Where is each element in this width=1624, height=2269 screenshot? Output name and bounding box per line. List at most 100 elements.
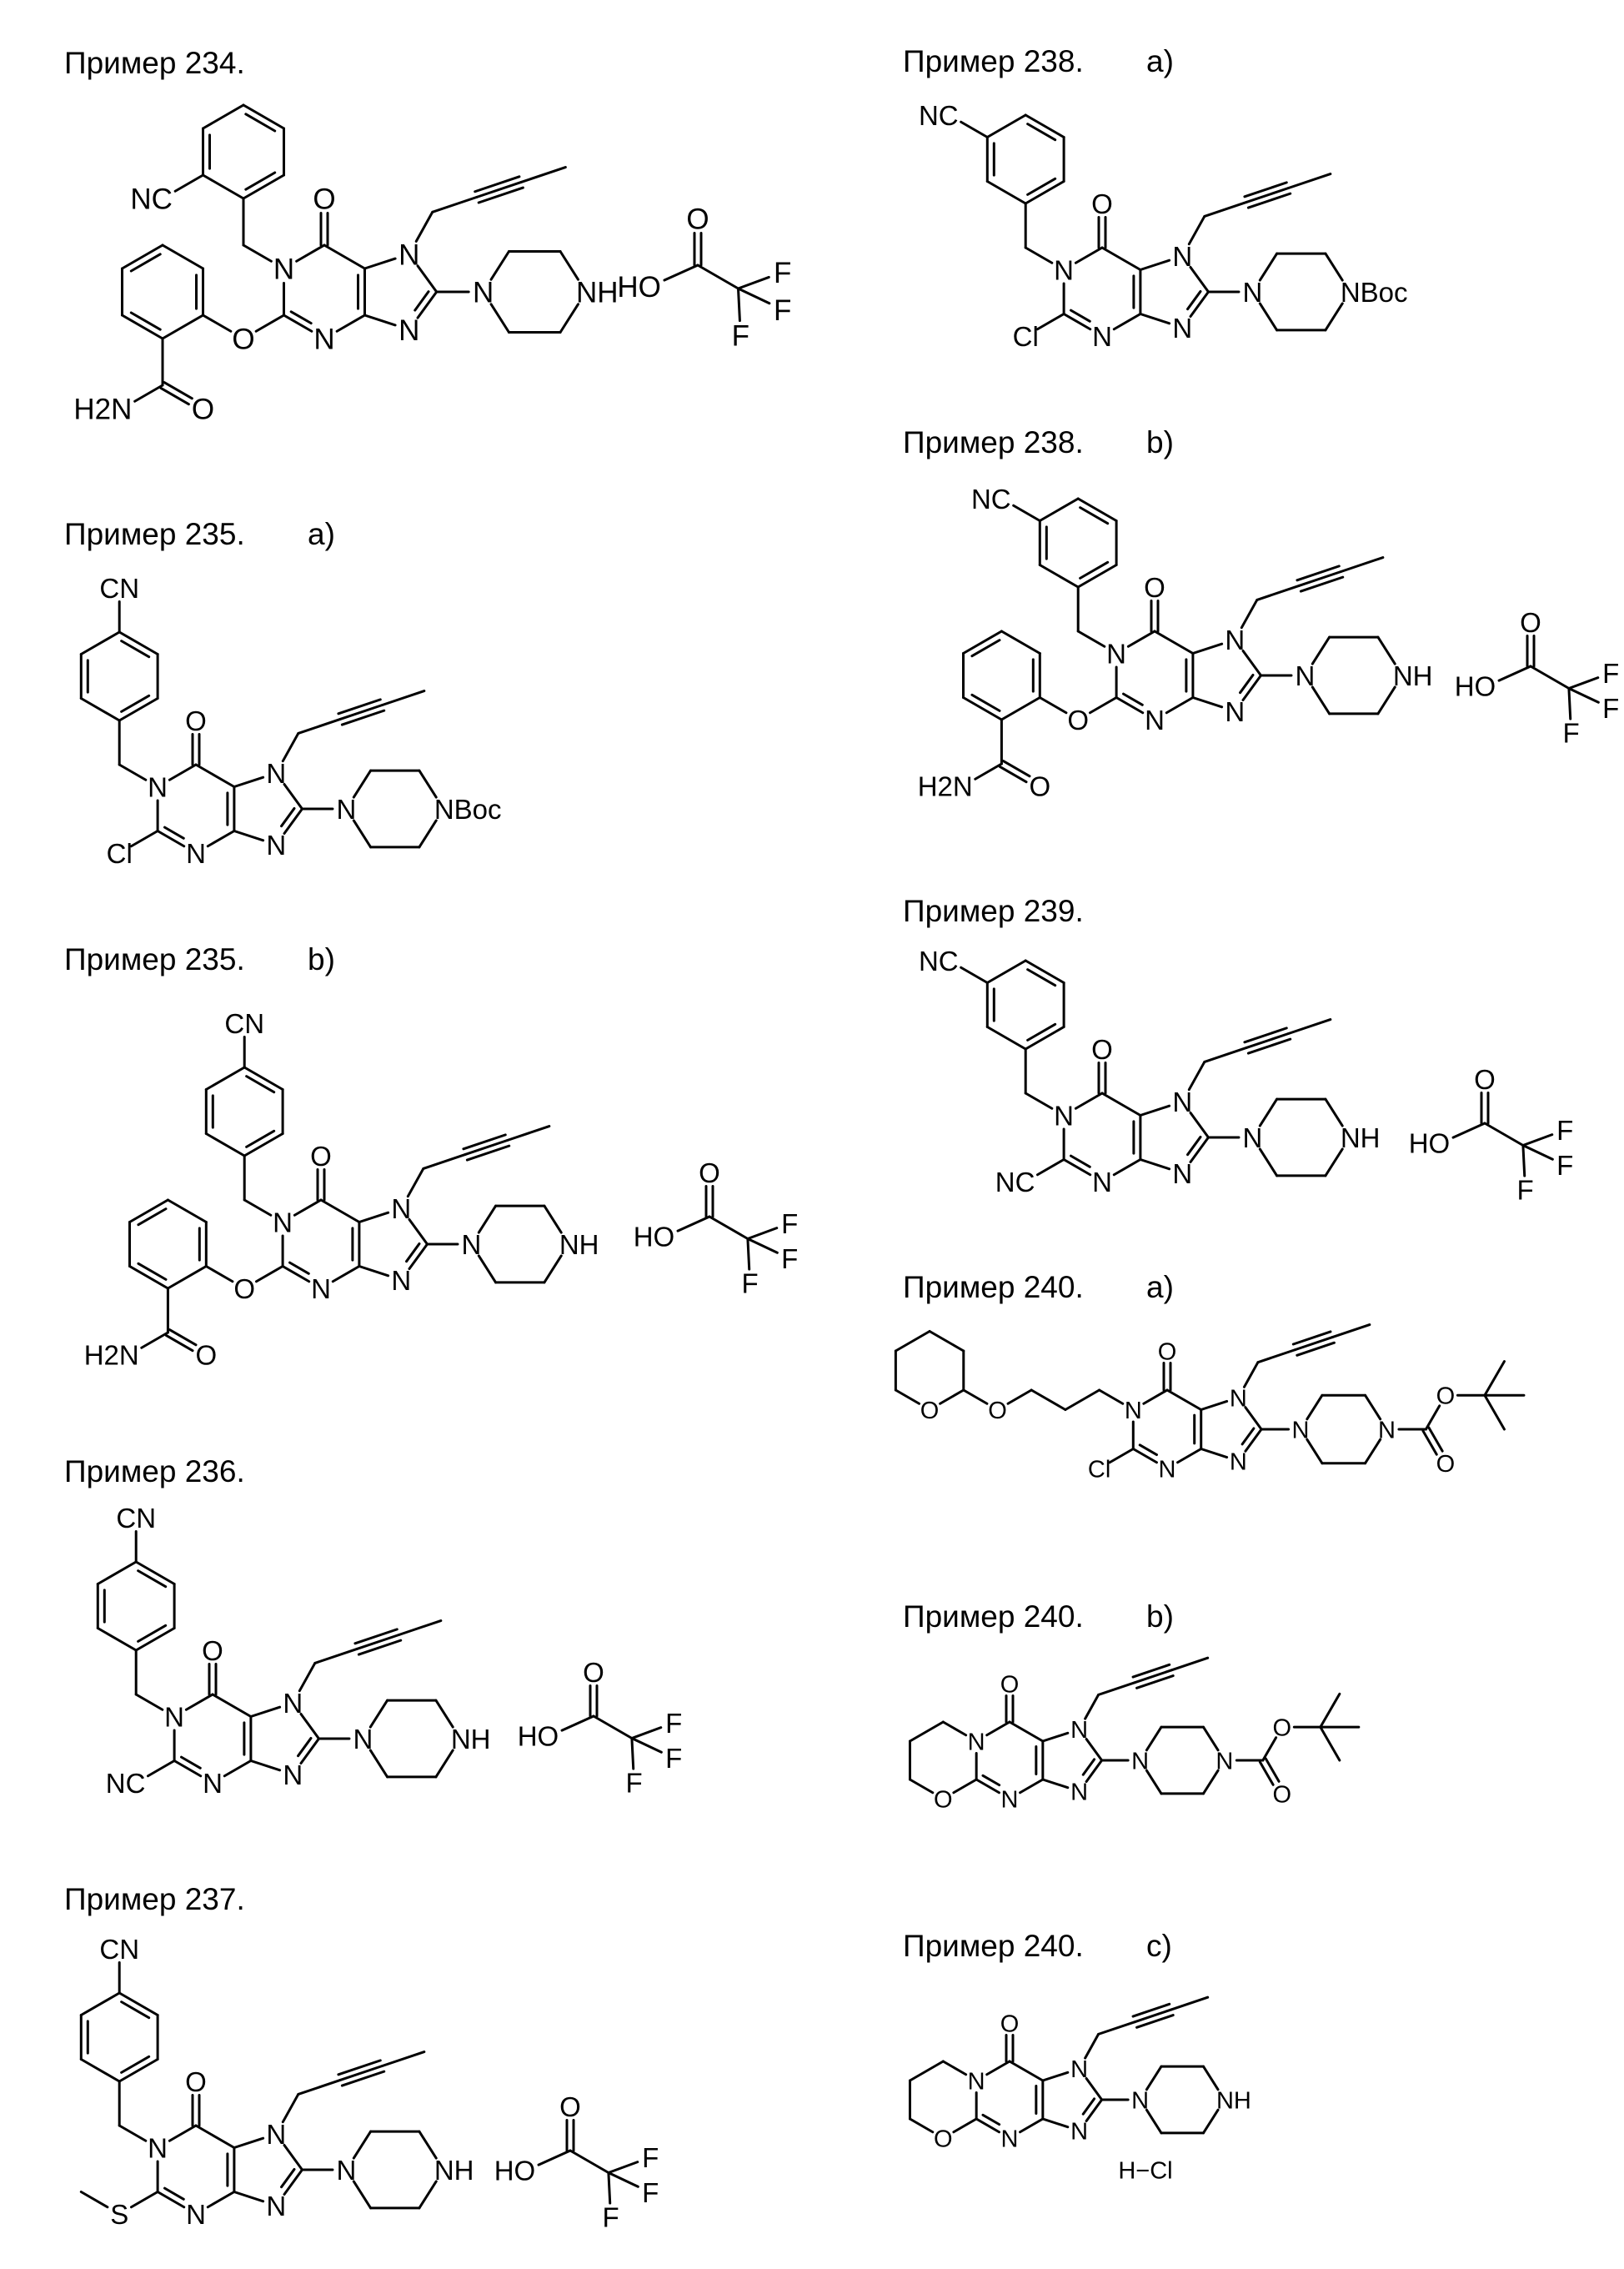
- bond: [122, 641, 149, 657]
- bond: [1043, 2072, 1068, 2081]
- atom-label-n: N: [1230, 1448, 1247, 1475]
- bond: [1014, 505, 1040, 520]
- bond: [359, 1212, 388, 1222]
- atom-label-ho: HO: [1455, 671, 1496, 702]
- bond: [748, 1239, 749, 1270]
- example-title: Пример 240.: [903, 1599, 1084, 1634]
- bond: [81, 699, 119, 721]
- bond: [408, 1168, 423, 1196]
- bond: [256, 315, 283, 331]
- atom-label-f: F: [665, 1708, 682, 1739]
- atom-label-s: S: [110, 2199, 128, 2230]
- bond: [383, 691, 424, 705]
- atom-label-n: N: [266, 830, 286, 861]
- example-title: Пример 236.: [64, 1454, 245, 1488]
- atom-label-n: N: [273, 1207, 293, 1237]
- atom-label-n: N: [148, 771, 168, 802]
- structure-240b: NNNNONNOOO: [910, 1658, 1358, 1813]
- atom-label-ho: HO: [518, 1721, 559, 1752]
- atom-label-n: N: [1225, 696, 1245, 727]
- bond: [1155, 631, 1193, 654]
- atom-label-o: O: [310, 1141, 332, 1172]
- bond: [976, 1780, 999, 1793]
- bond: [206, 1134, 244, 1157]
- bond: [131, 313, 160, 329]
- atom-label-n: N: [1230, 1385, 1247, 1412]
- atom-label-nh: NH: [559, 1229, 599, 1260]
- bond: [1171, 1997, 1208, 2010]
- bond: [562, 1716, 594, 1730]
- example-title: Пример 238.: [903, 44, 1084, 78]
- bond: [1246, 1429, 1261, 1451]
- bond: [1001, 631, 1040, 654]
- atom-label-n: N: [273, 254, 294, 286]
- bond: [1485, 1123, 1523, 1146]
- bond: [98, 1629, 136, 1651]
- bond: [359, 1267, 388, 1276]
- bond: [1321, 1727, 1340, 1760]
- atom-label-o: O: [185, 705, 207, 736]
- bond: [284, 2145, 302, 2170]
- atom-label-o: O: [1436, 1451, 1456, 1478]
- bond: [930, 1332, 964, 1352]
- bond: [1569, 689, 1571, 720]
- bond: [138, 1571, 166, 1587]
- bond: [1078, 631, 1105, 646]
- atom-label-nh: NH: [1216, 2087, 1251, 2114]
- bond: [206, 1067, 244, 1090]
- bond: [1085, 2034, 1099, 2058]
- bond: [164, 383, 192, 399]
- bond: [433, 197, 477, 212]
- bond: [1140, 314, 1170, 324]
- bond: [1102, 248, 1140, 270]
- example-240a: Пример 240.a)NNNNONNOOClOO: [895, 1270, 1524, 1483]
- bond: [1037, 1160, 1064, 1175]
- bond: [987, 2061, 1010, 2075]
- bond: [251, 1761, 280, 1770]
- bond: [1000, 766, 1026, 781]
- bond: [961, 122, 988, 137]
- trifluoroacetic-acid-salt: [1499, 636, 1598, 720]
- bond: [1499, 666, 1531, 680]
- example-235b: Пример 235.b)NNNNONNHCNOH2NOHOOFFF: [64, 942, 798, 1370]
- atom-label-o: O: [1000, 2010, 1020, 2037]
- bond: [169, 2126, 196, 2141]
- bond: [1523, 1146, 1552, 1160]
- bond: [987, 115, 1025, 138]
- atom-label-o: O: [232, 324, 254, 356]
- bond: [161, 388, 188, 404]
- bond: [1010, 1722, 1043, 1741]
- atom-label-n: N: [283, 1759, 303, 1790]
- atom-label-h2n: H2N: [84, 1339, 139, 1370]
- bond: [1135, 2010, 1171, 2022]
- bond: [247, 1131, 274, 1147]
- atom-label-n: N: [1070, 2056, 1088, 2083]
- atom-label-f: F: [1602, 693, 1619, 724]
- bond: [1190, 1112, 1208, 1137]
- trifluoroacetic-acid-salt: [1453, 1093, 1552, 1177]
- atom-label-n: N: [1243, 277, 1263, 308]
- bond: [895, 1390, 919, 1403]
- bond: [81, 632, 119, 655]
- bond: [1289, 174, 1331, 188]
- atom-label-n: N: [1172, 241, 1192, 272]
- example-title: Пример 240.: [903, 1929, 1084, 1963]
- bond: [1075, 1093, 1102, 1108]
- trifluoroacetic-acid-salt: [664, 233, 769, 321]
- atom-label-cn: CN: [99, 1934, 139, 1965]
- bond: [1133, 1664, 1170, 1677]
- bond: [748, 1228, 777, 1239]
- bond: [364, 259, 395, 269]
- atom-label-n: N: [266, 2119, 286, 2150]
- bond: [1178, 1449, 1201, 1463]
- atom-label-n: N: [398, 238, 419, 271]
- bond: [409, 1219, 427, 1244]
- bond: [284, 784, 302, 809]
- atom-label-n: N: [1378, 1417, 1396, 1443]
- trifluoroacetic-acid-salt: [562, 1686, 661, 1770]
- bond: [1080, 562, 1108, 578]
- bond: [1321, 1694, 1340, 1727]
- bond: [1429, 1428, 1442, 1451]
- atom-label-cn: CN: [224, 1008, 264, 1039]
